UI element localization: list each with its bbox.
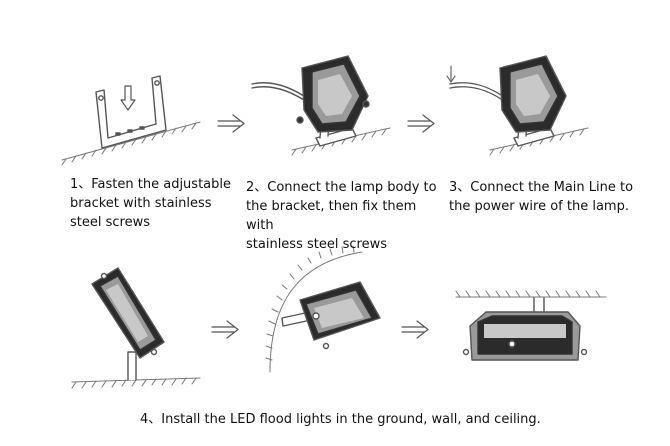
lamp-body [301, 55, 369, 133]
ground-hatch [61, 121, 201, 166]
step2-illustration [251, 55, 391, 156]
right-arrow-icon [401, 320, 429, 339]
step4-ground-illustration [71, 267, 201, 389]
lamp-body [299, 281, 381, 350]
step4-wall-illustration [265, 245, 381, 373]
step3-illustration [446, 55, 589, 156]
adjustable-bracket [95, 75, 167, 149]
down-arrow-icon [446, 65, 456, 83]
step3-caption: 3、Connect the Main Line to the power wir… [449, 180, 634, 214]
step1-illustration [61, 75, 201, 166]
lamp-body [499, 55, 567, 133]
step4-ceiling-illustration [455, 290, 607, 361]
step1-caption: 1、Fasten the adjustable bracket with sta… [70, 177, 231, 230]
down-arrow-icon [120, 85, 136, 111]
mount-post [127, 351, 137, 381]
step4-caption: 4、Install the LED flood lights in the gr… [140, 412, 541, 427]
right-arrow-icon [211, 320, 239, 339]
lamp-body [91, 267, 165, 359]
step2-caption: 2、Connect the lamp body to the bracket, … [246, 180, 437, 252]
ceiling-hatch [455, 290, 607, 298]
right-arrow-icon [407, 114, 435, 133]
wall-hatch [265, 245, 363, 373]
right-arrow-icon [217, 114, 245, 133]
power-wire [251, 82, 311, 105]
lamp-body [462, 311, 588, 361]
screw-icon [296, 100, 370, 124]
main-line-wire [449, 82, 509, 105]
